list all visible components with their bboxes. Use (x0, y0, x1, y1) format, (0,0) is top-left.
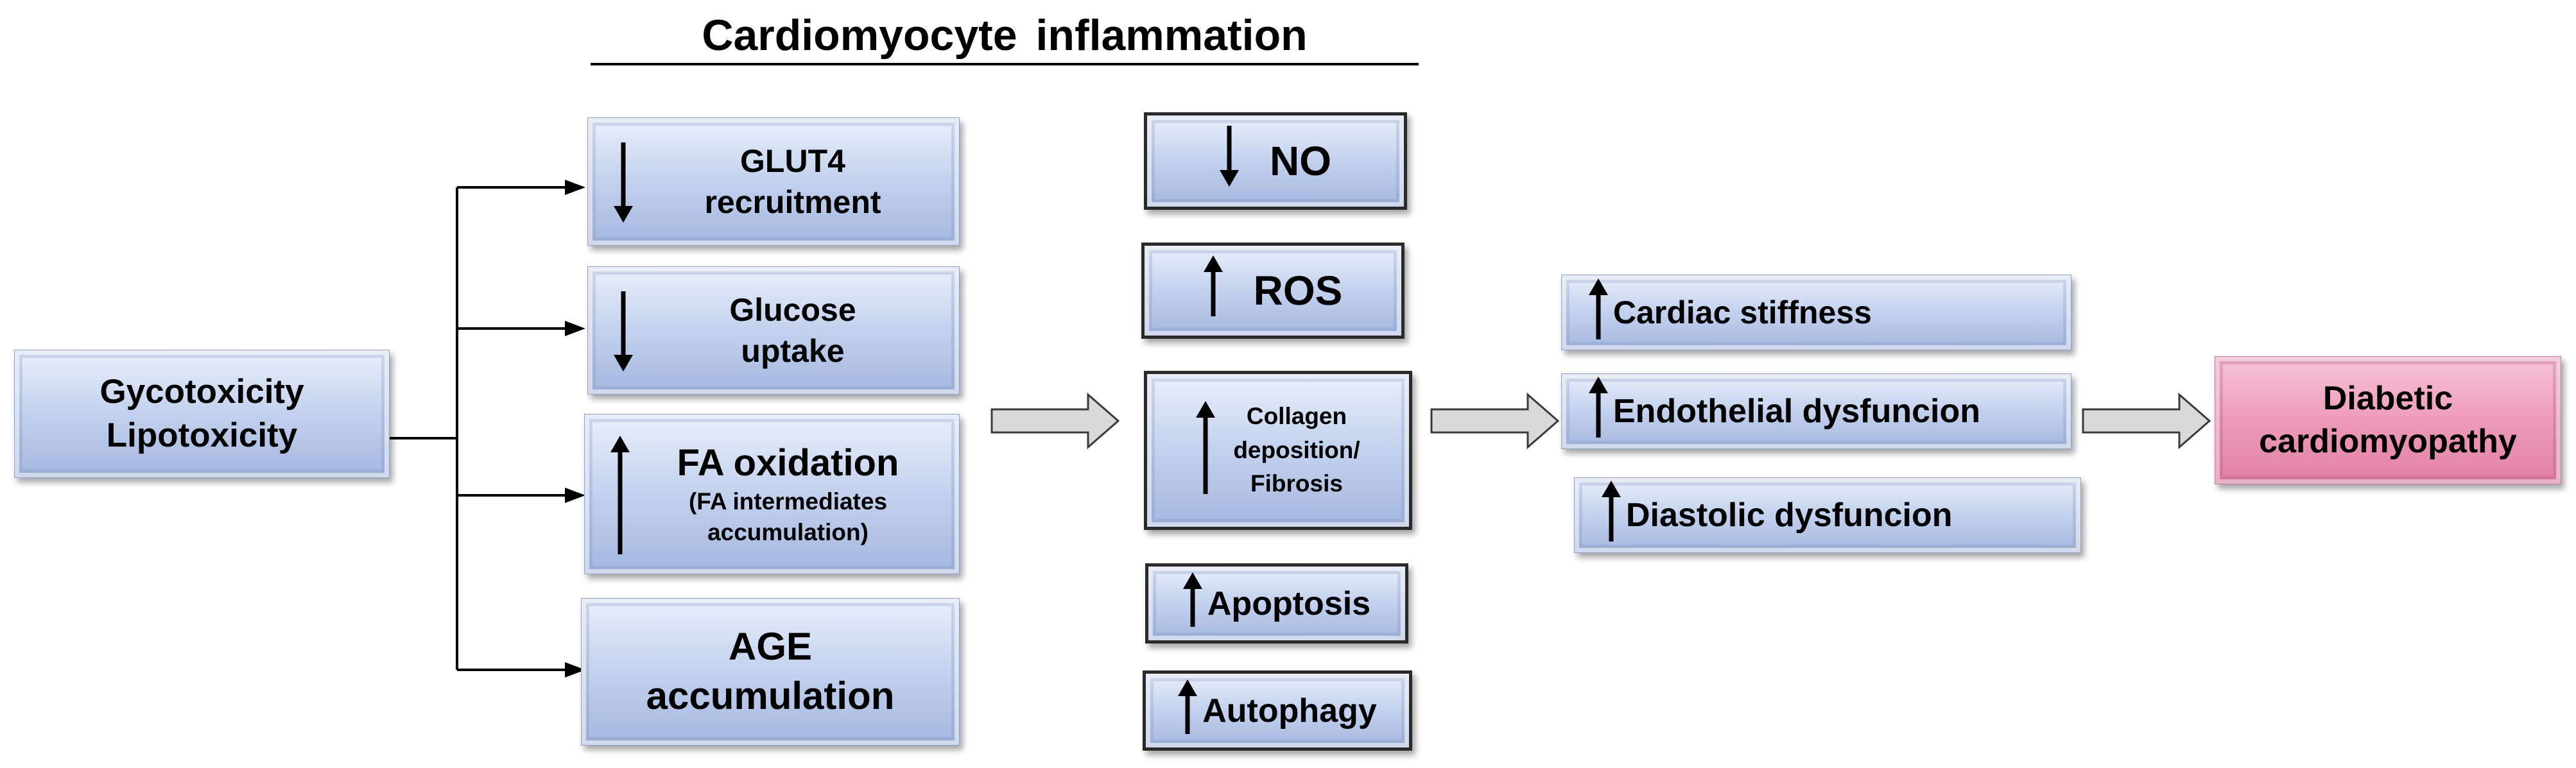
down-arrow-icon (614, 142, 633, 230)
up-arrow-icon (610, 436, 630, 558)
box-cardiac-stiffness: Cardiac stiffness (1561, 275, 2071, 350)
fa-sub-line-1: (FA intermediates (688, 488, 888, 515)
arrowhead-fa (565, 488, 585, 503)
box-autophagy: Autophagy (1143, 670, 1412, 751)
diagram-title: Cardiomyocyte inflammation (702, 11, 1308, 60)
up-arrow-icon (1178, 679, 1198, 742)
box-ros: ROS (1141, 243, 1405, 339)
arrowhead-age (565, 662, 585, 678)
age-line-1: AGE (728, 625, 813, 669)
box-endothelial-dysfunction: Endothelial dysfuncion (1561, 373, 2071, 449)
down-arrow-icon (1220, 126, 1239, 196)
source-line-1: Gycotoxicity (99, 373, 304, 411)
endothelial-dysfunction-label: Endothelial dysfuncion (1613, 393, 1981, 430)
down-arrow-icon (614, 291, 633, 379)
box-glut4-recruitment: GLUT4 recruitment (587, 117, 960, 246)
autophagy-label: Autophagy (1202, 692, 1377, 730)
cardiac-stiffness-label: Cardiac stiffness (1613, 294, 1872, 330)
block-arrow-1 (990, 392, 1120, 450)
ros-label: ROS (1253, 268, 1343, 314)
collagen-line-2: deposition/ (1233, 436, 1360, 463)
fa-oxidation-label: FA oxidation (677, 441, 899, 484)
arrowhead-glut4 (565, 180, 585, 195)
up-arrow-icon (1602, 481, 1621, 550)
glucose-line-2: uptake (741, 333, 845, 369)
glut4-line-2: recruitment (704, 184, 881, 220)
arrowhead-glucose (565, 321, 585, 336)
outcome-line-2: cardiomyopathy (2259, 423, 2517, 460)
outcome-line-1: Diabetic (2322, 380, 2453, 418)
up-arrow-icon (1589, 278, 1608, 347)
block-arrow-3 (2082, 392, 2211, 450)
box-age-accumulation: AGE accumulation (581, 598, 960, 746)
glut4-line-1: GLUT4 (740, 143, 845, 179)
box-diastolic-dysfunction: Diastolic dysfuncion (1574, 477, 2081, 553)
up-arrow-icon (1589, 377, 1608, 446)
up-arrow-icon (1182, 572, 1202, 635)
box-diabetic-cardiomyopathy: Diabetic cardiomyopathy (2215, 356, 2561, 484)
collagen-line-3: Fibrosis (1250, 470, 1343, 497)
fa-sub-line-2: accumulation) (707, 519, 869, 546)
block-arrow-2 (1430, 392, 1560, 450)
up-arrow-icon (1196, 401, 1216, 500)
collagen-line-1: Collagen (1246, 403, 1347, 430)
box-collagen-fibrosis: Collagen deposition/ Fibrosis (1144, 371, 1412, 530)
apoptosis-label: Apoptosis (1207, 585, 1371, 622)
box-glucotoxicity-lipotoxicity: Gycotoxicity Lipotoxicity (14, 350, 390, 478)
box-apoptosis: Apoptosis (1145, 563, 1408, 644)
branch-connector (390, 186, 565, 671)
title-underline (591, 63, 1419, 65)
age-line-2: accumulation (646, 674, 895, 717)
source-line-2: Lipotoxicity (106, 416, 298, 454)
box-no: NO (1144, 112, 1407, 210)
up-arrow-icon (1203, 255, 1223, 326)
box-glucose-uptake: Glucose uptake (587, 266, 960, 395)
glucose-line-1: Glucose (729, 292, 856, 328)
box-fa-oxidation: FA oxidation (FA intermediates accumulat… (584, 414, 960, 574)
no-label: NO (1270, 138, 1331, 184)
diastolic-dysfunction-label: Diastolic dysfuncion (1626, 497, 1953, 534)
